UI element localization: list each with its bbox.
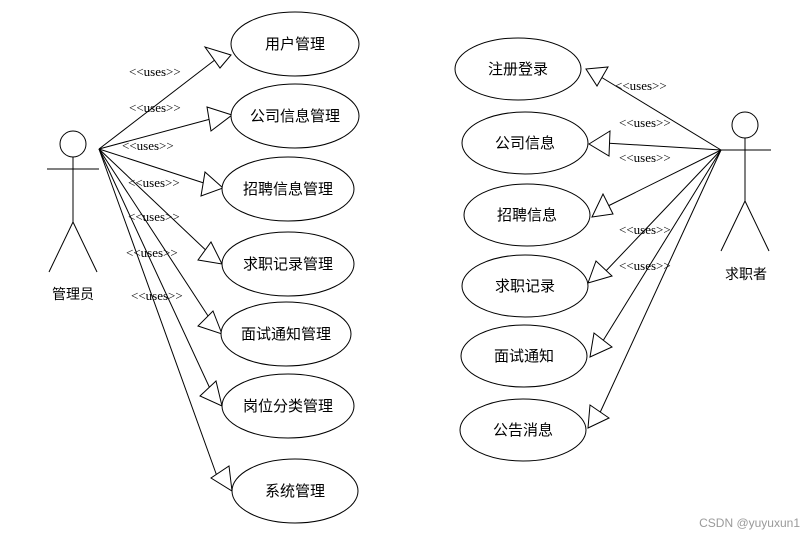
seeker-actor-left-leg	[720, 200, 746, 252]
admin-actor-label: 管理员	[52, 287, 94, 303]
admin-line-company-mgmt	[98, 116, 219, 150]
use-case-announcement	[459, 398, 587, 462]
admin-uses-labels: <<uses>> <<uses>> <<uses>> <<uses>> <<us…	[122, 64, 183, 303]
arrowhead	[591, 192, 614, 218]
admin-line-user-mgmt	[98, 55, 221, 150]
seeker-line-register-login	[595, 73, 722, 151]
seeker-actor-right-leg	[744, 200, 770, 252]
seeker-line-announcement	[597, 149, 722, 418]
seeker-associations	[595, 73, 722, 418]
uses-label: <<uses>>	[131, 288, 183, 303]
uses-label: <<uses>>	[129, 64, 181, 79]
uses-label: <<uses>>	[615, 78, 667, 93]
watermark: CSDN @yuyuxun1	[699, 516, 800, 530]
arrowhead	[199, 380, 223, 407]
arrowhead	[200, 171, 224, 197]
seeker-line-interview-notice	[600, 149, 722, 345]
admin-actor-head	[59, 130, 87, 158]
use-case-interview-notice-management	[220, 301, 352, 367]
use-case-apply-record-management	[221, 231, 355, 297]
arrowhead	[587, 260, 613, 284]
arrowhead	[210, 465, 233, 492]
uses-label: <<uses>>	[619, 258, 671, 273]
arrowhead	[197, 241, 223, 265]
use-case-label: 岗位分类管理	[243, 397, 333, 415]
arrowhead	[585, 66, 609, 87]
use-case-label: 系统管理	[265, 482, 325, 500]
seeker-line-recruit-info	[605, 149, 722, 208]
use-case-recruit-info-management	[221, 156, 355, 222]
admin-line-system-mgmt	[98, 148, 219, 480]
use-case-interview-notice	[460, 324, 588, 388]
admin-line-recruit-mgmt	[98, 148, 211, 186]
use-case-apply-record	[461, 254, 589, 318]
seeker-line-company-info	[604, 142, 722, 151]
admin-associations	[98, 55, 221, 480]
admin-use-cases: 用户管理 公司信息管理 招聘信息管理 求职记录管理 面试通知管理 岗位分类管理 …	[220, 11, 360, 524]
admin-actor-left-leg	[48, 221, 74, 273]
use-case-job-category-management	[221, 373, 355, 439]
use-case-recruit-info	[463, 183, 591, 247]
use-case-system-management	[231, 458, 359, 524]
use-case-register-login	[454, 37, 582, 101]
arrowhead	[203, 46, 232, 69]
seeker-arrowheads	[585, 66, 614, 429]
use-case-label: 招聘信息	[497, 206, 557, 224]
seeker-uses-labels: <<uses>> <<uses>> <<uses>> <<uses>> <<us…	[615, 78, 671, 273]
use-case-company-info	[461, 111, 589, 175]
admin-arrowheads	[197, 46, 234, 492]
seeker-actor	[719, 111, 771, 252]
uses-label: <<uses>>	[128, 209, 180, 224]
seeker-line-apply-record	[602, 149, 722, 275]
uses-label: <<uses>>	[128, 175, 180, 190]
use-case-label: 面试通知管理	[241, 325, 331, 343]
admin-line-apply-mgmt	[98, 148, 213, 257]
seeker-actor-label: 求职者	[725, 267, 767, 283]
uses-label: <<uses>>	[126, 245, 178, 260]
seeker-use-cases: 注册登录 公司信息 招聘信息 求职记录 面试通知 公告消息	[454, 37, 591, 462]
use-case-label: 公司信息	[495, 134, 555, 152]
use-case-label: 招聘信息管理	[243, 180, 333, 198]
use-case-user-management	[230, 11, 360, 77]
arrowhead	[197, 310, 223, 335]
seeker-actor-head	[731, 111, 759, 139]
uses-label: <<uses>>	[129, 100, 181, 115]
admin-line-interview-mgmt	[98, 148, 213, 323]
arrowhead	[206, 106, 234, 132]
use-case-label: 公告消息	[493, 421, 553, 439]
admin-actor	[47, 130, 99, 273]
admin-actor-right-leg	[72, 221, 98, 273]
use-case-label: 求职记录管理	[243, 255, 333, 273]
uses-label: <<uses>>	[619, 222, 671, 237]
use-case-label: 注册登录	[488, 60, 548, 78]
arrowhead	[589, 332, 613, 358]
uses-label: <<uses>>	[122, 138, 174, 153]
use-case-label: 求职记录	[495, 277, 555, 295]
use-case-label: 公司信息管理	[250, 107, 340, 125]
arrowhead	[587, 404, 610, 429]
use-case-label: 用户管理	[265, 35, 325, 53]
use-case-company-info-management	[230, 83, 360, 149]
arrowhead	[588, 130, 611, 157]
use-case-label: 面试通知	[494, 347, 554, 365]
uses-label: <<uses>>	[619, 150, 671, 165]
uses-label: <<uses>>	[619, 115, 671, 130]
admin-line-category-mgmt	[98, 148, 214, 396]
